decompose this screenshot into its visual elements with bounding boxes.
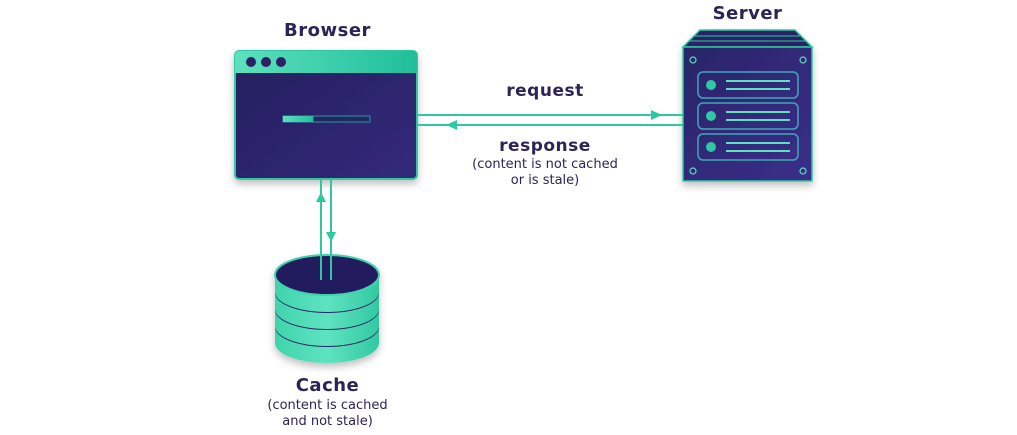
response-arrow <box>418 120 683 130</box>
window-dot-icon <box>261 57 271 67</box>
status-led-icon <box>706 111 716 121</box>
arrowhead-right-icon <box>651 110 662 120</box>
request-arrow <box>418 110 683 120</box>
status-led-icon <box>706 80 716 90</box>
arrowhead-down-icon <box>326 232 336 242</box>
window-dot-icon <box>276 57 286 67</box>
server-rack-icon <box>683 30 812 181</box>
status-led-icon <box>706 142 716 152</box>
cache-database-icon <box>275 255 379 363</box>
disk-top <box>275 255 379 295</box>
browser-window-icon <box>235 51 417 179</box>
loading-progress-bar <box>283 116 370 122</box>
progress-fill <box>283 116 313 122</box>
arrowhead-up-icon <box>316 192 326 202</box>
arrowhead-left-icon <box>446 120 457 130</box>
window-dot-icon <box>246 57 256 67</box>
